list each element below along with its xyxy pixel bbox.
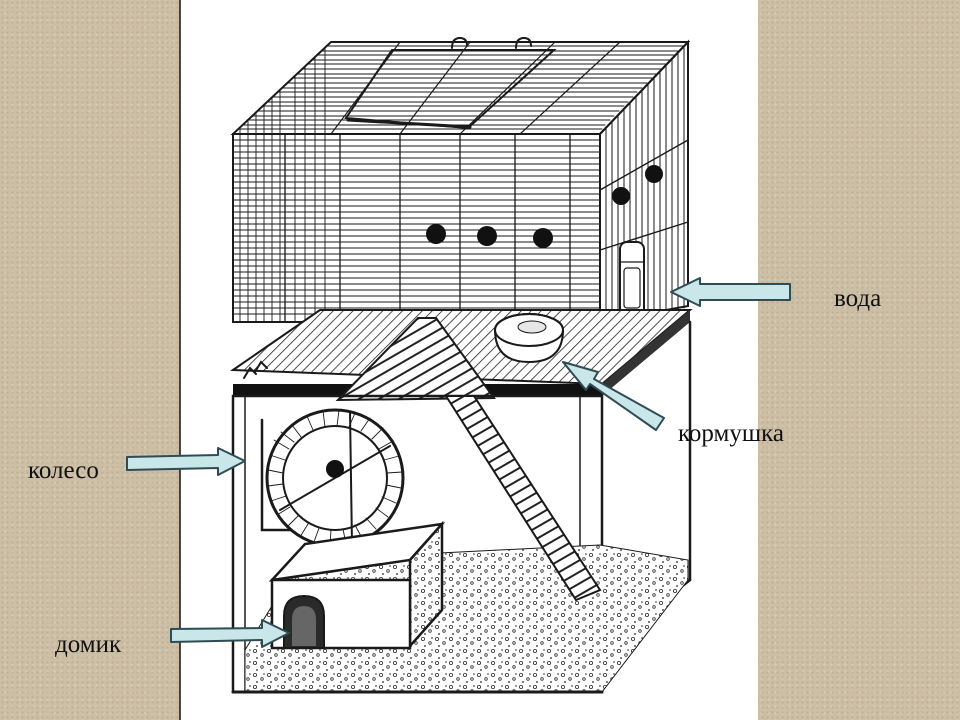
- label-water: вода: [834, 285, 882, 312]
- cage-right-face: [599, 39, 689, 324]
- feeder-arrow: [562, 361, 665, 431]
- feeder-bowl: [494, 313, 564, 364]
- label-house: домик: [55, 631, 122, 658]
- water-arrow: [670, 277, 791, 307]
- label-wheel: колесо: [28, 457, 99, 484]
- wheel-arrow: [126, 447, 246, 476]
- house: [268, 520, 446, 650]
- exercise-wheel: [260, 408, 405, 548]
- house-arrow: [170, 619, 290, 648]
- label-feeder: кормушка: [678, 420, 784, 447]
- cage: [229, 36, 693, 694]
